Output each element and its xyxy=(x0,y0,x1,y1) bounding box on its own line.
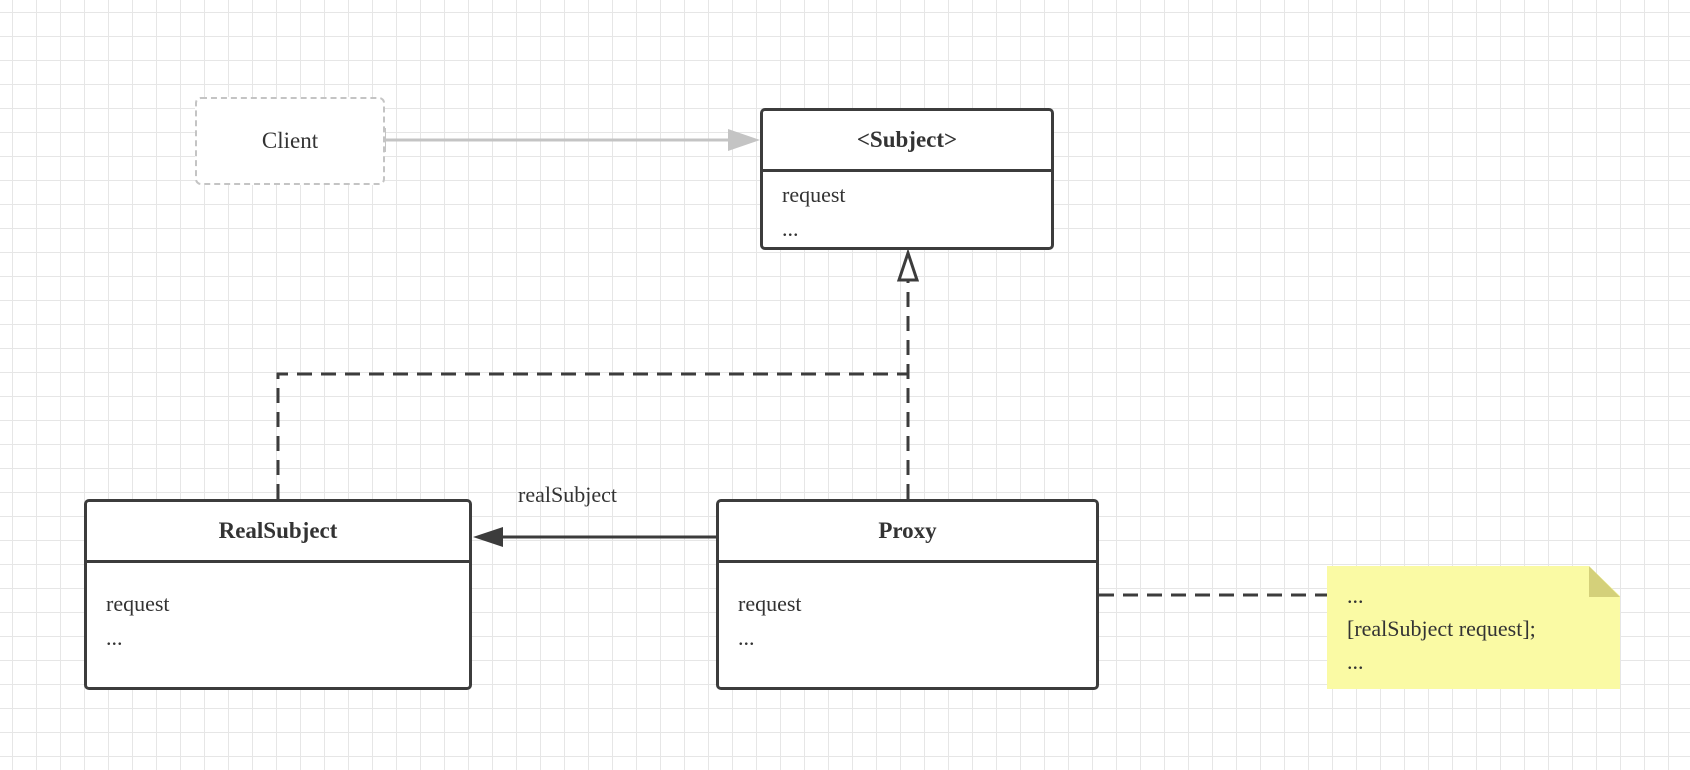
association-arrow[interactable] xyxy=(473,527,717,547)
proxy-class-members: request ... xyxy=(719,563,1096,655)
proxy-class-title: Proxy xyxy=(719,502,1096,563)
realsubject-class[interactable]: RealSubject request ... xyxy=(84,499,472,690)
note-line-1: ... xyxy=(1347,583,1364,608)
subject-class-title: <Subject> xyxy=(763,111,1051,172)
subject-class-members: request ... xyxy=(763,172,1051,246)
note-line-2: [realSubject request]; xyxy=(1347,616,1536,641)
realsubject-class-members: request ... xyxy=(87,563,469,655)
proxy-member-1: request xyxy=(738,591,802,616)
note[interactable]: ... [realSubject request]; ... xyxy=(1327,566,1620,689)
realsubject-class-title: RealSubject xyxy=(87,502,469,563)
realsubject-member-2: ... xyxy=(106,625,123,650)
note-text: ... [realSubject request]; ... xyxy=(1347,579,1536,678)
client-label: Client xyxy=(261,128,319,153)
subject-member-1: request xyxy=(782,182,846,207)
note-line-3: ... xyxy=(1347,649,1364,674)
proxy-class[interactable]: Proxy request ... xyxy=(716,499,1099,690)
subject-member-2: ... xyxy=(782,216,799,241)
association-label: realSubject xyxy=(518,482,617,507)
realsubject-member-1: request xyxy=(106,591,170,616)
client-box[interactable]: Client xyxy=(195,97,385,185)
client-to-subject-arrow[interactable] xyxy=(384,128,760,152)
proxy-member-2: ... xyxy=(738,625,755,650)
realization-edges[interactable] xyxy=(276,248,920,499)
subject-class[interactable]: <Subject> request ... xyxy=(760,108,1054,250)
